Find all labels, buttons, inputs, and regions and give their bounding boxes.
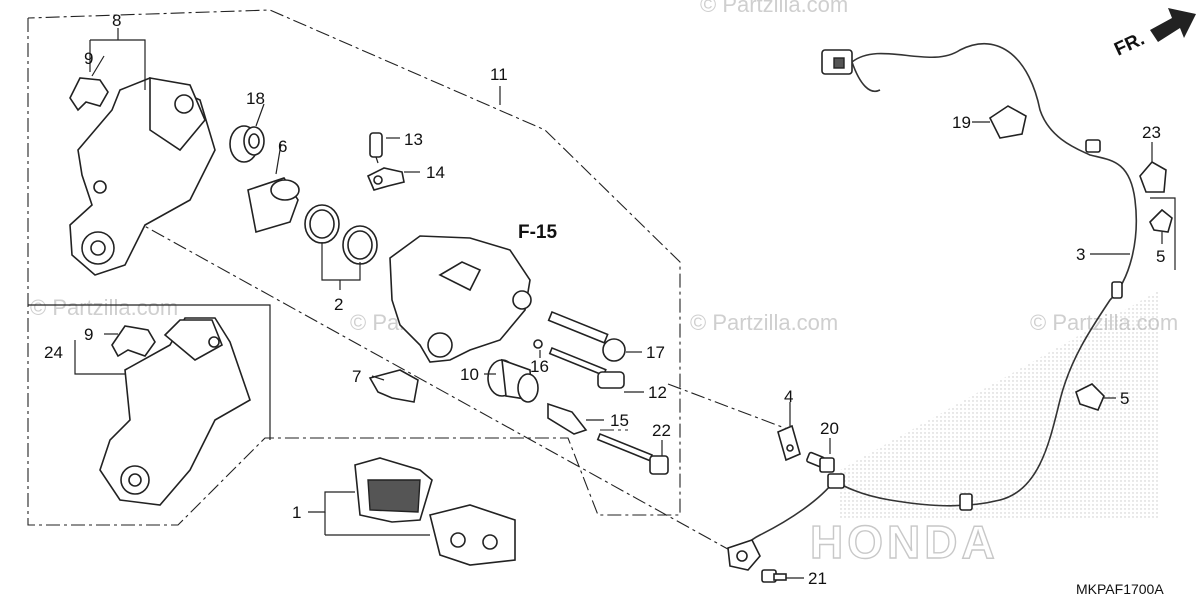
brake-pads-1 — [354, 457, 516, 566]
callout-18: 18 — [246, 89, 265, 108]
bleeder-cap-14 — [366, 167, 405, 191]
pad-spring-7 — [368, 369, 419, 403]
callout-20: 20 — [820, 419, 839, 438]
clamp-5-upper — [1149, 208, 1173, 233]
callout-5-upper: 5 — [1156, 247, 1165, 266]
caliper-bracket-8 — [69, 77, 216, 276]
callout-9: 9 — [84, 49, 93, 68]
leader-lines — [74, 28, 1163, 579]
callout-labels: 8 9 18 6 11 13 14 F-15 2 7 10 16 17 12 1… — [44, 11, 1165, 597]
watermark-group: © Partzilla.com © Partzilla.com © Partzi… — [30, 0, 1178, 569]
callout-11: 11 — [490, 65, 508, 84]
callout-23: 23 — [1142, 123, 1161, 142]
bleeder-13 — [369, 132, 383, 164]
callout-24: 24 — [44, 343, 63, 362]
callout-17: 17 — [646, 343, 665, 362]
front-direction-arrow: FR. — [1111, 8, 1196, 61]
bolt-22 — [596, 432, 669, 475]
stay-4 — [777, 424, 801, 462]
callout-4: 4 — [784, 387, 793, 406]
caliper-body — [389, 235, 532, 363]
callout-7: 7 — [352, 367, 361, 386]
abs-sensor-head — [727, 539, 761, 571]
clamp-19 — [988, 105, 1027, 139]
bolt-20 — [806, 451, 835, 473]
seals-2 — [304, 204, 378, 265]
boot-10 — [487, 358, 539, 403]
honda-watermark: HONDA — [810, 516, 999, 568]
callout-10: 10 — [460, 365, 479, 384]
callout-13: 13 — [404, 130, 423, 149]
copyright-watermark: © Partzilla.com — [690, 310, 838, 335]
boot-18 — [229, 125, 265, 163]
callout-22: 22 — [652, 421, 671, 440]
pin-12 — [548, 346, 625, 389]
callout-3: 3 — [1076, 245, 1085, 264]
copyright-watermark: © Partzilla.com — [700, 0, 848, 17]
assembly-frames — [27, 9, 1176, 554]
callout-8: 8 — [112, 11, 121, 30]
clip-23 — [1139, 160, 1167, 193]
callout-15: 15 — [610, 411, 629, 430]
reference-label: F-15 — [518, 222, 558, 243]
pad-spring-9 — [69, 77, 109, 112]
pad-spring-9-inset — [111, 325, 156, 358]
callout-6: 6 — [278, 137, 287, 156]
callout-1: 1 — [292, 503, 301, 522]
piston-6 — [247, 177, 300, 234]
callout-19: 19 — [952, 113, 971, 132]
clamp-5-lower — [1075, 383, 1105, 411]
callout-9-inset: 9 — [84, 325, 93, 344]
sleeve-15 — [547, 402, 588, 435]
halftone-dots — [840, 290, 1160, 520]
pin-17 — [547, 310, 626, 362]
bolt-21 — [761, 569, 787, 583]
abs-sensor-cable-3 — [740, 43, 1138, 557]
diagram-code: MKPAF1700A — [1076, 581, 1164, 597]
callout-2: 2 — [334, 295, 343, 314]
callout-12: 12 — [648, 383, 667, 402]
front-direction-label: FR. — [1111, 29, 1148, 61]
callout-21: 21 — [808, 569, 827, 588]
inset-bracket-24 — [99, 317, 251, 506]
callout-14: 14 — [426, 163, 445, 182]
callout-16: 16 — [530, 357, 549, 376]
copyright-watermark: © Partzilla.com — [30, 295, 178, 320]
callout-5-lower: 5 — [1120, 389, 1129, 408]
washer-16 — [533, 339, 543, 349]
